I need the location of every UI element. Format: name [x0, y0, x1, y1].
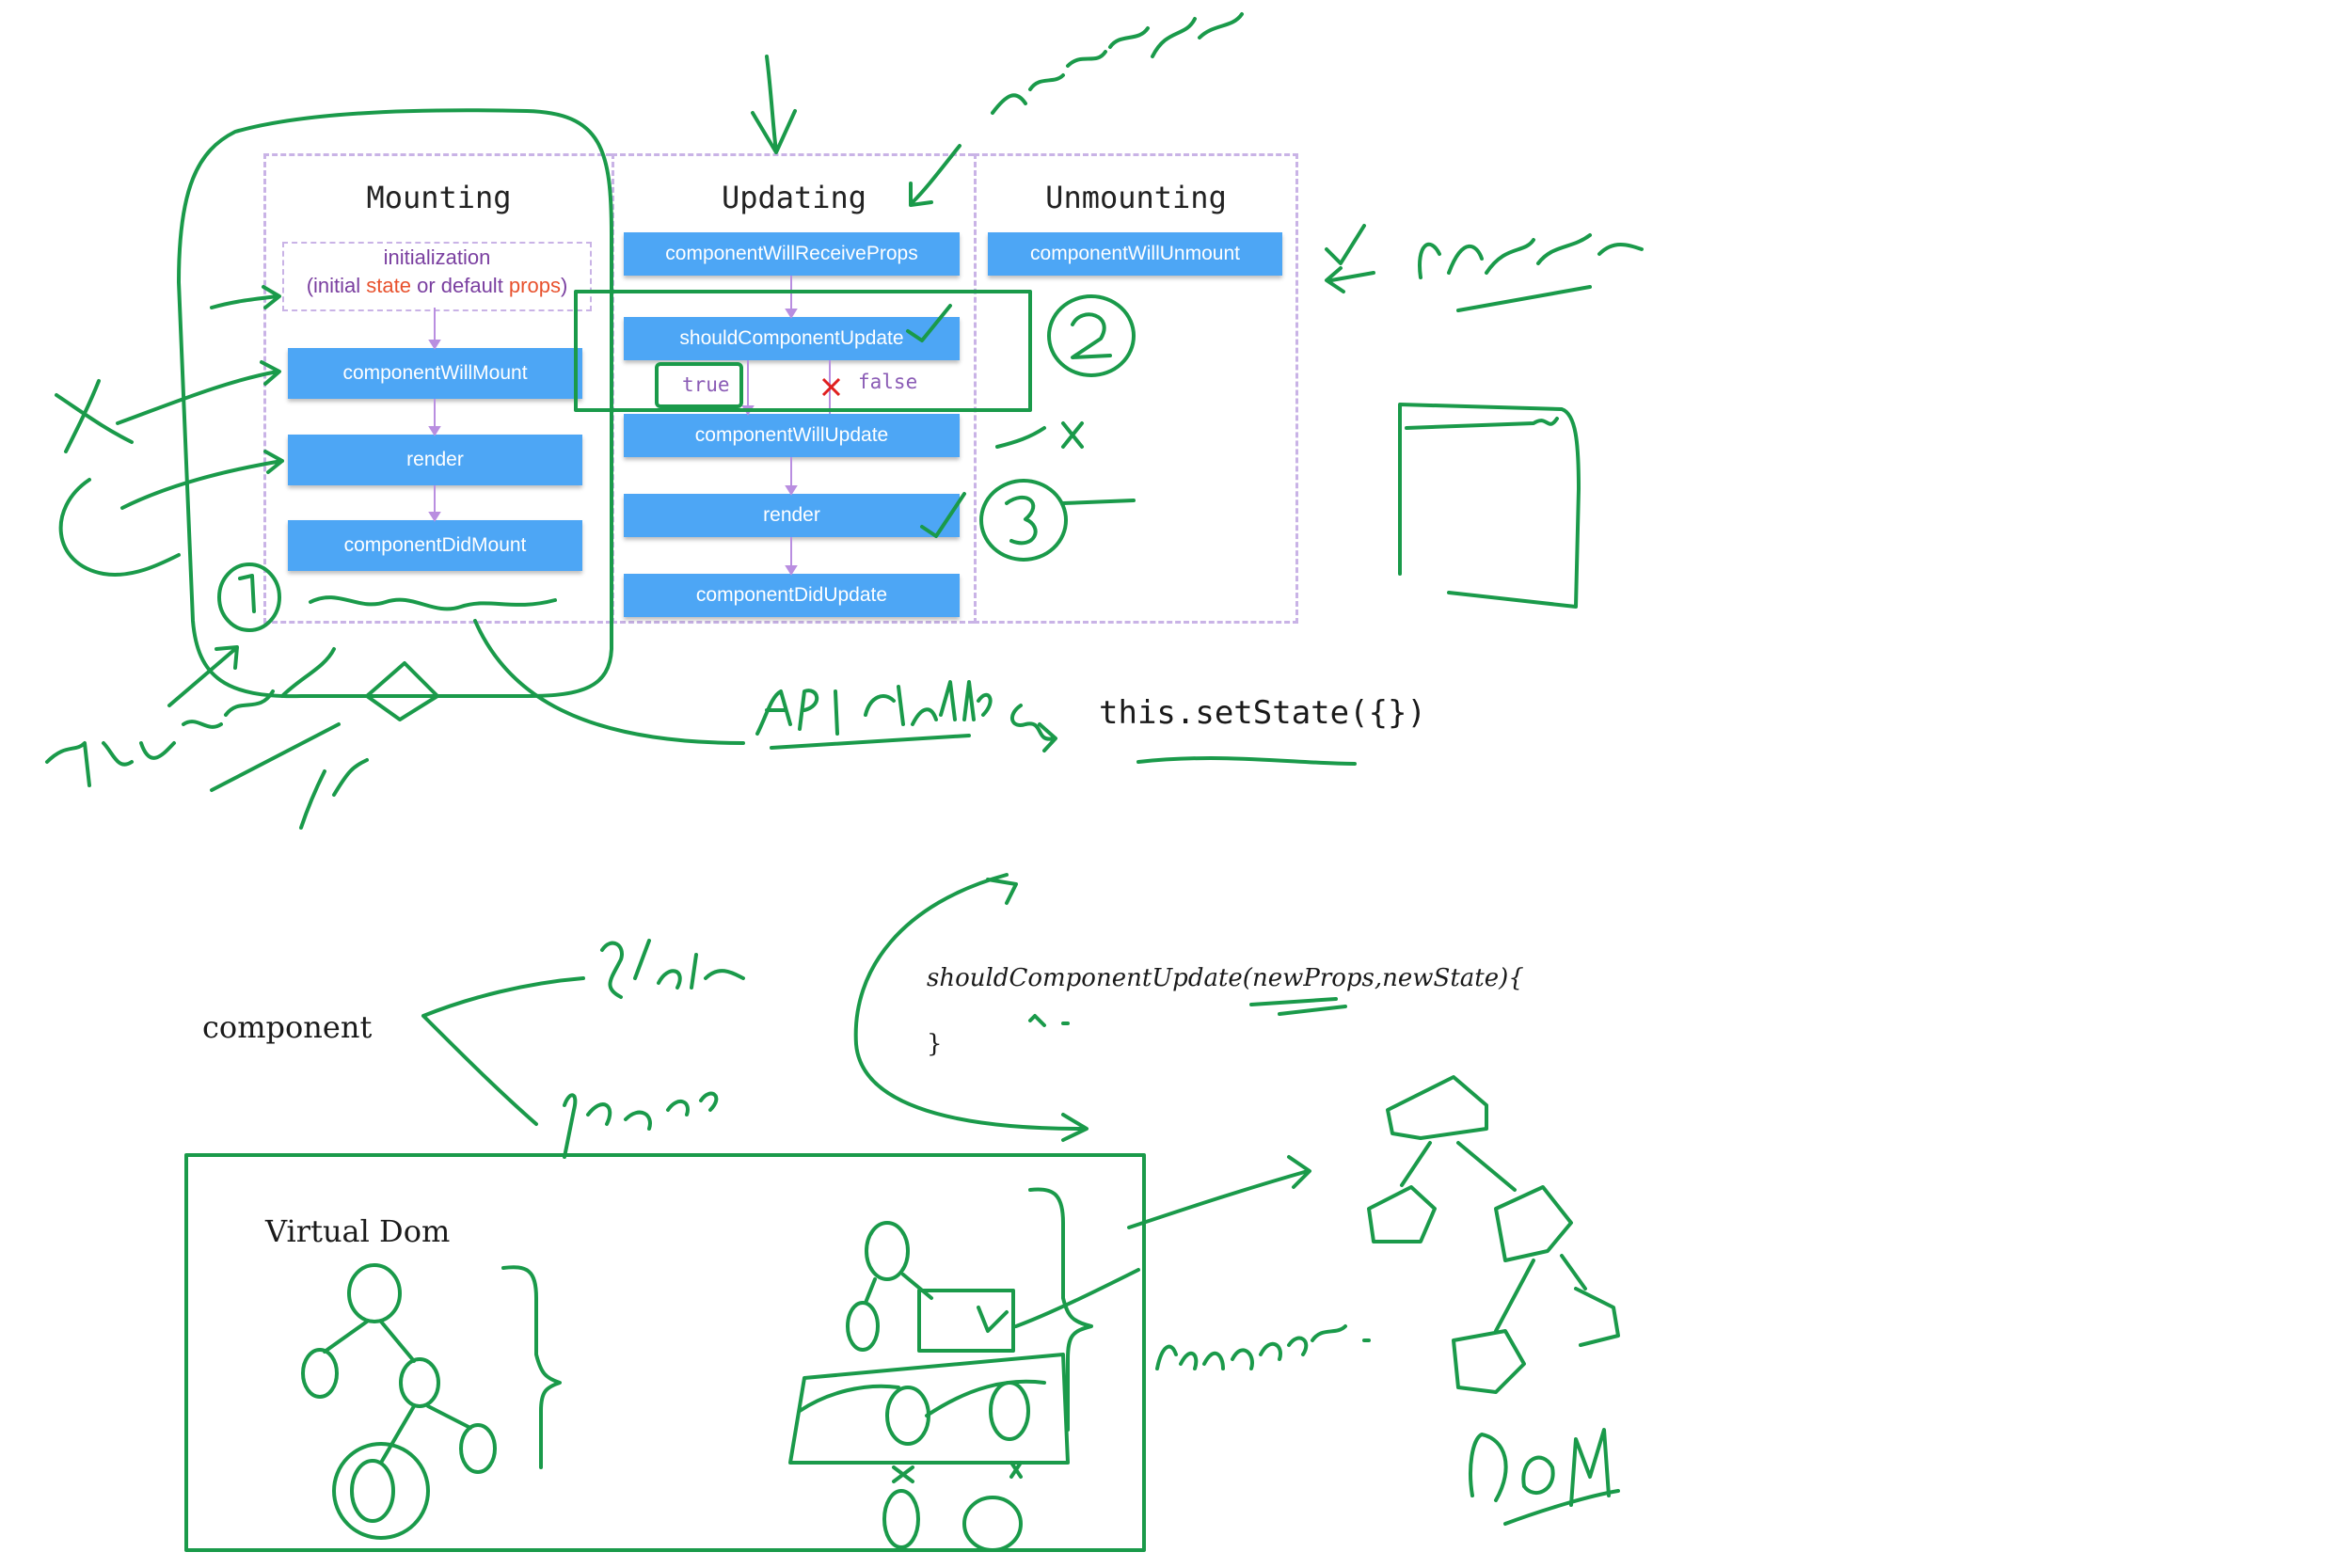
arrow-new-props — [909, 144, 961, 207]
re-render-group — [788, 1353, 1070, 1465]
dom-node-box — [1574, 1287, 1620, 1347]
api-calls-scribble — [755, 680, 993, 736]
scribble-text-left — [45, 647, 336, 787]
clear-scribble — [1418, 233, 1644, 312]
check-x-mark — [995, 421, 1084, 449]
curved-arrow-should-update — [853, 873, 1089, 1142]
underline-new-props — [1249, 997, 1347, 1016]
should-update-highlight — [574, 290, 1032, 412]
tree-node — [962, 1496, 1023, 1552]
arrow-to-render — [120, 450, 284, 510]
component-note: component — [202, 1009, 373, 1045]
true-highlight — [655, 362, 743, 408]
should-update-note: shouldComponentUpdate(newProps,newState)… — [927, 964, 1524, 992]
checkmark-unmount — [1325, 224, 1366, 265]
unmounting-column: Unmounting — [974, 153, 1298, 624]
state-scribble — [600, 939, 745, 999]
mounting-column: Mounting — [263, 153, 612, 624]
tree-node — [846, 1301, 880, 1352]
arrow-down-updating — [751, 55, 797, 154]
close-brace-note: } — [927, 1030, 943, 1058]
update-step-componentDidUpdate: componentDidUpdate — [624, 574, 960, 617]
curve-to-api — [473, 619, 745, 745]
updating-title: Updating — [721, 180, 867, 215]
tree-node — [301, 1348, 339, 1399]
tree-node — [885, 1386, 930, 1446]
tree-node — [882, 1489, 920, 1549]
rerendered-scribble — [1155, 1324, 1371, 1370]
scribble-ok — [299, 758, 369, 830]
true-label: true — [682, 373, 730, 396]
small-mark — [1028, 1014, 1070, 1027]
tree-node — [350, 1459, 395, 1523]
initialization-label: initialization — [383, 245, 491, 269]
false-x-icon — [821, 377, 841, 397]
props-scribble — [563, 1091, 719, 1159]
tree-node — [347, 1263, 402, 1323]
update-step-render: render — [624, 494, 960, 537]
dom-node-box — [1452, 1329, 1526, 1394]
dom-scribble — [1469, 1428, 1611, 1507]
unmounting-title: Unmounting — [1045, 180, 1227, 215]
tree-node — [459, 1423, 497, 1474]
dom-node-box — [1494, 1185, 1573, 1262]
update-step-shouldComponentUpdate: shouldComponentUpdate — [624, 317, 960, 360]
set-state-note: this.setState({}) — [1099, 694, 1426, 732]
squiggle-arrow — [1010, 704, 1057, 752]
mounting-outline — [177, 108, 613, 699]
arrow-to-initialization — [210, 285, 281, 309]
loop-arrow — [58, 478, 181, 577]
arrow-mounting-down — [167, 645, 239, 707]
circled-number-2 — [1047, 294, 1136, 377]
tree-node — [865, 1221, 910, 1281]
circled-number-1 — [217, 562, 281, 632]
x-mark-left — [55, 379, 134, 453]
brace-state-props — [421, 976, 585, 1126]
tree-node — [989, 1381, 1030, 1441]
check-render — [920, 492, 966, 538]
tree-node — [399, 1357, 440, 1408]
arrow-to-changed-node — [1014, 1268, 1140, 1328]
brace-left-tree — [501, 1265, 562, 1469]
underline-set-state — [1136, 756, 1357, 766]
new-props-scribble — [991, 12, 1244, 115]
line-from-3 — [1061, 499, 1136, 505]
brace-right-tree — [1028, 1187, 1093, 1432]
check-should-update — [906, 304, 952, 342]
state-box — [1398, 403, 1581, 609]
unmount-step-componentWillUnmount: componentWillUnmount — [988, 232, 1282, 276]
false-label: false — [858, 371, 918, 393]
initialization-detail: (initial state or default props) — [306, 274, 568, 297]
arrow-to-componentWillMount — [116, 360, 281, 425]
update-step-componentWillUpdate: componentWillUpdate — [624, 414, 960, 457]
diamond-shape — [365, 661, 439, 721]
update-step-componentWillReceiveProps: componentWillReceiveProps — [624, 232, 960, 276]
dom-node-box — [1367, 1185, 1437, 1243]
wavy-line — [309, 595, 557, 611]
virtual-dom-title: Virtual Dom — [265, 1213, 451, 1249]
virtual-dom-frame — [184, 1153, 1146, 1552]
tree-node-highlight — [332, 1442, 430, 1540]
initialization-box: initialization (initial state or default… — [282, 242, 592, 311]
changed-node-box — [917, 1289, 1015, 1353]
dom-node-box — [1386, 1075, 1488, 1140]
mount-step-render: render — [288, 435, 582, 485]
mount-step-componentDidMount: componentDidMount — [288, 520, 582, 571]
circled-number-3 — [979, 479, 1068, 562]
mount-step-componentWillMount: componentWillMount — [288, 348, 582, 399]
arrow-to-unmount — [1325, 266, 1375, 293]
arrow-to-dom — [1127, 1155, 1311, 1229]
mounting-title: Mounting — [366, 180, 512, 215]
